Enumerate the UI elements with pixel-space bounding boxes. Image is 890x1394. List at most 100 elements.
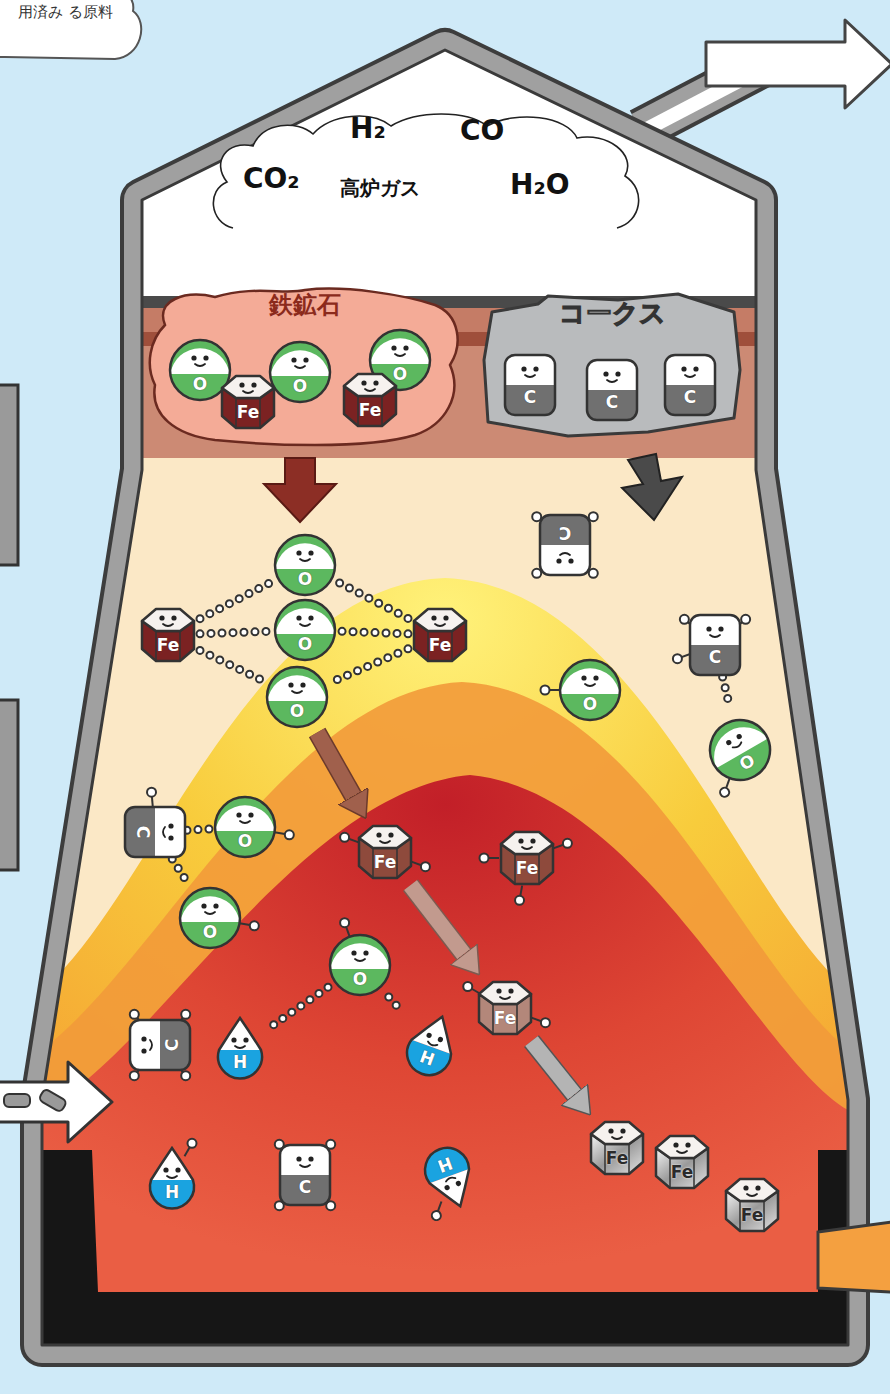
atom-body <box>699 709 781 791</box>
element-symbol: Fe <box>408 635 472 655</box>
eye <box>308 615 313 620</box>
bond-arms <box>428 1201 447 1221</box>
element-symbol: O <box>558 694 622 714</box>
mouth <box>355 959 365 961</box>
element-symbol: O <box>268 376 332 396</box>
element-symbol: Fe <box>495 858 559 878</box>
atom-outline <box>699 709 781 791</box>
atom-face-area <box>180 896 239 922</box>
bond-arms <box>275 830 294 839</box>
coke-pile: コークスCCC <box>478 290 746 440</box>
atom-face-area <box>219 1018 261 1050</box>
atom-face-area <box>414 609 466 631</box>
node-shape <box>123 805 187 859</box>
arm-end <box>130 1010 139 1019</box>
arm-end <box>181 1071 190 1080</box>
bond-dot-fill <box>329 649 408 683</box>
node-shape <box>278 1143 332 1207</box>
atom-face-area <box>267 675 326 701</box>
eye <box>706 626 711 631</box>
arm-end <box>673 654 682 663</box>
arm-end <box>589 569 598 578</box>
arm-end <box>515 896 524 905</box>
atomic-bond <box>200 581 273 618</box>
eye <box>308 550 313 555</box>
oxygen-atom: O <box>328 933 392 997</box>
element-symbol: O <box>328 969 392 989</box>
connector-group <box>337 631 408 634</box>
connector-group <box>723 677 730 706</box>
oxygen-atom: O <box>273 533 337 597</box>
node-heading: 鉄鉱石 <box>145 291 465 320</box>
eye <box>743 1185 748 1190</box>
mouth <box>150 1040 152 1050</box>
bond-arms <box>541 686 561 695</box>
hydrogen-atom: H <box>145 1146 199 1210</box>
reaction-arrow <box>317 732 353 795</box>
atom-face-area <box>344 374 396 396</box>
carbon-atom: C <box>538 513 592 577</box>
element-symbol: Fe <box>585 1148 649 1168</box>
oxygen-atom: O <box>265 665 329 729</box>
atomic-bond <box>329 649 408 683</box>
oxygen-atom: O <box>213 795 277 859</box>
element-symbol: Fe <box>338 400 402 420</box>
atom-face-area <box>155 807 185 857</box>
arm-end <box>188 1139 197 1148</box>
eye <box>231 1037 236 1042</box>
eye <box>361 380 366 385</box>
bond-dot-fill <box>723 677 730 706</box>
atom-outline <box>419 1142 481 1214</box>
atom-face-area <box>656 1136 708 1158</box>
eye <box>496 988 501 993</box>
bond-dot-fill <box>267 987 328 1029</box>
eye <box>236 812 241 817</box>
arm-end <box>147 788 156 797</box>
carbon-atom: C <box>688 613 742 677</box>
atom-face-area <box>222 376 274 398</box>
atom-face-area <box>587 360 637 390</box>
mouth <box>240 821 250 823</box>
side-equipment <box>0 700 18 870</box>
eye <box>168 823 173 828</box>
atom-face-area <box>330 943 389 969</box>
eye <box>288 682 293 687</box>
element-symbol: Fe <box>650 1162 714 1182</box>
connector-group <box>317 732 353 795</box>
mouth <box>677 1151 687 1153</box>
eye <box>171 615 176 620</box>
hearth-lining <box>42 1150 848 1360</box>
eye <box>363 950 368 955</box>
element-symbol: C <box>278 1177 332 1197</box>
atom-face-area <box>280 1145 330 1175</box>
eye <box>296 615 301 620</box>
atomic-bond <box>267 987 328 1029</box>
iron-atom: Fe <box>216 372 280 432</box>
iron-atom: Fe <box>495 828 559 888</box>
mouth <box>500 997 510 999</box>
eye <box>141 1048 146 1053</box>
element-symbol: Fe <box>136 635 200 655</box>
eye <box>603 371 608 376</box>
hydrogen-atom: H <box>213 1016 267 1080</box>
atom-face-area <box>142 609 194 631</box>
iron-atom: Fe <box>473 978 537 1038</box>
oxygen-atom: O <box>273 598 337 662</box>
node-heading: コークス <box>478 298 746 329</box>
arm-end <box>340 833 349 842</box>
node-shape <box>696 706 783 793</box>
mouth <box>607 380 617 382</box>
eye <box>444 1184 451 1191</box>
arm-end <box>680 615 689 624</box>
furnace-inner-edge <box>42 50 848 1345</box>
bond-dot-fill <box>200 631 273 634</box>
arm-end <box>431 1210 443 1222</box>
eye <box>426 1032 433 1039</box>
connector-group <box>200 650 265 681</box>
mouth <box>435 624 445 626</box>
connector-group <box>411 885 464 954</box>
oxygen-atom: O <box>558 658 622 722</box>
arm-end <box>130 1071 139 1080</box>
